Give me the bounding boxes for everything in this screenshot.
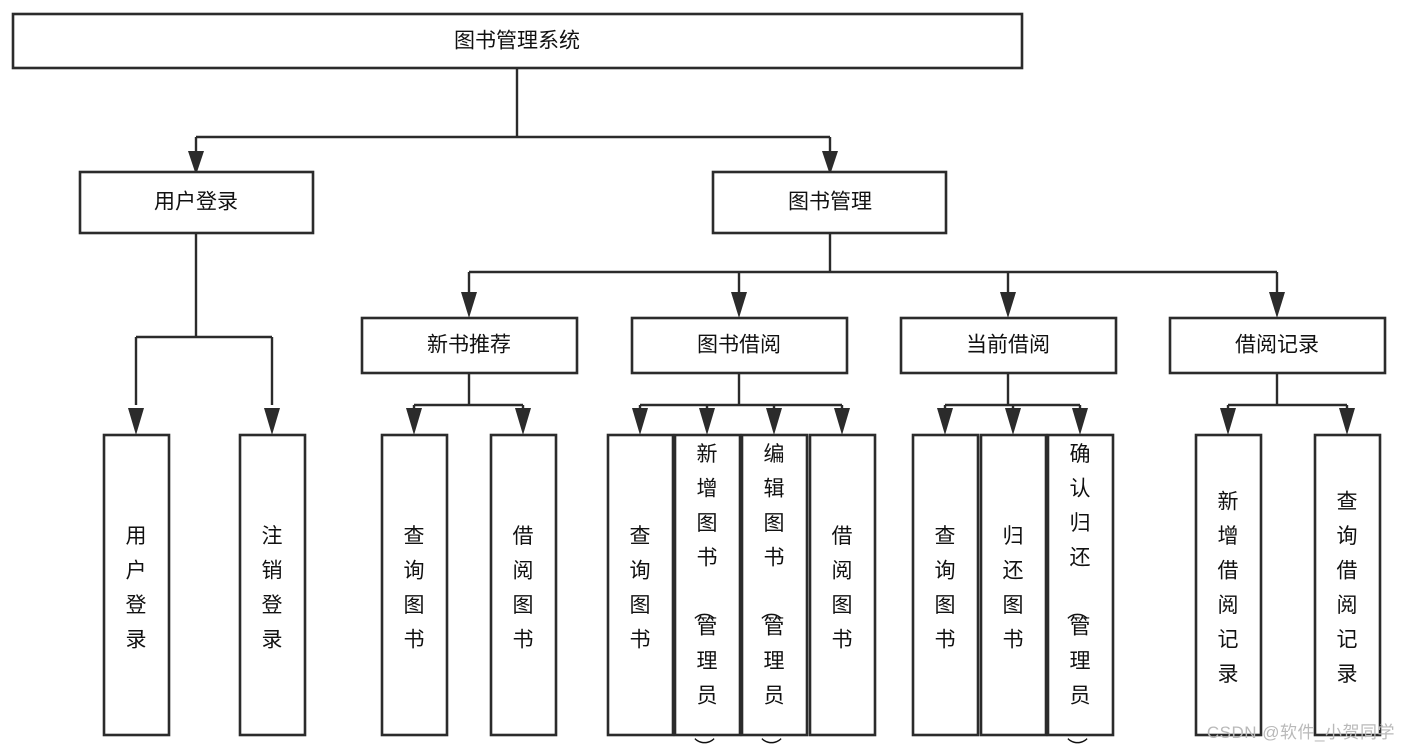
node-leaf-borrow-book-2-label: 借阅图书 <box>832 525 853 652</box>
node-leaf-query-book-3-label: 查询图书 <box>935 525 956 652</box>
node-leaf-query-book-1[interactable]: 查询图书 <box>380 433 449 737</box>
node-leaf-query-book-2-label: 查询图书 <box>630 525 651 652</box>
node-new-book-rec-label: 新书推荐 <box>427 334 511 357</box>
arrow-user-login <box>188 151 204 175</box>
node-leaf-borrow-book-1-box[interactable] <box>489 433 558 737</box>
node-book-borrow-label: 图书借阅 <box>697 334 781 357</box>
node-leaf-user-login-label: 用户登录 <box>126 525 147 652</box>
node-leaf-logout[interactable]: 注销登录 <box>238 433 307 737</box>
node-leaf-borrow-book-2[interactable]: 借阅图书 <box>808 433 877 737</box>
arrow-leaf-user-login <box>128 408 144 435</box>
node-book-borrow[interactable]: 图书借阅 <box>630 316 849 375</box>
node-new-book-rec-box[interactable] <box>360 316 579 375</box>
node-leaf-add-record-box[interactable] <box>1194 433 1263 737</box>
arrow-leaf-add-book <box>699 408 715 435</box>
node-leaf-confirm-return[interactable]: 确认归还（管理员） <box>1046 433 1115 747</box>
edge-layer <box>128 68 1355 435</box>
arrow-leaf-borrow-book-2 <box>834 408 850 435</box>
node-leaf-logout-label: 注销登录 <box>262 525 283 652</box>
node-new-book-rec[interactable]: 新书推荐 <box>360 316 579 375</box>
arrow-leaf-edit-book <box>766 408 782 435</box>
node-root-label: 图书管理系统 <box>454 30 580 53</box>
node-book-manage[interactable]: 图书管理 <box>711 170 948 235</box>
node-leaf-confirm-return-box[interactable] <box>1046 433 1115 737</box>
node-leaf-user-login[interactable]: 用户登录 <box>102 433 171 737</box>
node-user-login-box[interactable] <box>78 170 315 235</box>
arrow-leaf-query-record <box>1339 408 1355 435</box>
arrow-leaf-query-book-1 <box>406 408 422 435</box>
node-leaf-query-book-3[interactable]: 查询图书 <box>911 433 980 737</box>
node-leaf-logout-box[interactable] <box>238 433 307 737</box>
node-root[interactable]: 图书管理系统 <box>11 12 1024 70</box>
node-leaf-query-record[interactable]: 查询借阅记录 <box>1313 433 1382 737</box>
arrow-leaf-query-book-2 <box>632 408 648 435</box>
node-root-box[interactable] <box>11 12 1024 70</box>
arrow-book-borrow <box>731 292 747 318</box>
node-leaf-query-record-box[interactable] <box>1313 433 1382 737</box>
node-user-login[interactable]: 用户登录 <box>78 170 315 235</box>
node-leaf-edit-book[interactable]: 编辑图书（管理员） <box>740 433 809 747</box>
node-current-borrow[interactable]: 当前借阅 <box>899 316 1118 375</box>
arrow-leaf-query-book-3 <box>937 408 953 435</box>
node-user-login-label: 用户登录 <box>154 191 238 214</box>
node-leaf-query-record-label: 查询借阅记录 <box>1337 490 1358 686</box>
node-leaf-query-book-1-label: 查询图书 <box>404 525 425 652</box>
node-leaf-add-book-box[interactable] <box>673 433 742 737</box>
csdn-watermark: CSDN @软件_小贺同学 <box>1206 723 1395 742</box>
node-leaf-query-book-2[interactable]: 查询图书 <box>606 433 675 737</box>
arrow-leaf-borrow-book-1 <box>515 408 531 435</box>
node-leaf-edit-book-label: 编辑图书（管理员） <box>759 443 785 747</box>
arrow-book-manage <box>822 151 838 175</box>
node-leaf-confirm-return-label: 确认归还（管理员） <box>1065 443 1091 747</box>
arrow-current-borrow <box>1000 292 1016 318</box>
arrow-leaf-confirm-return <box>1072 408 1088 435</box>
node-leaf-user-login-box[interactable] <box>102 433 171 737</box>
node-leaf-query-book-2-box[interactable] <box>606 433 675 737</box>
node-current-borrow-box[interactable] <box>899 316 1118 375</box>
arrow-leaf-add-record <box>1220 408 1236 435</box>
node-current-borrow-label: 当前借阅 <box>966 334 1050 357</box>
node-borrow-record-label: 借阅记录 <box>1235 334 1319 357</box>
node-leaf-query-book-3-box[interactable] <box>911 433 980 737</box>
node-leaf-edit-book-box[interactable] <box>740 433 809 737</box>
arrow-leaf-return-book <box>1005 408 1021 435</box>
node-leaf-borrow-book-1-label: 借阅图书 <box>513 525 534 652</box>
node-leaf-add-record[interactable]: 新增借阅记录 <box>1194 433 1263 737</box>
node-borrow-record-box[interactable] <box>1168 316 1387 375</box>
arrow-new-book-rec <box>461 292 477 318</box>
node-leaf-borrow-book-1[interactable]: 借阅图书 <box>489 433 558 737</box>
node-leaf-return-book-label: 归还图书 <box>1003 525 1024 652</box>
node-leaf-query-book-1-box[interactable] <box>380 433 449 737</box>
node-leaf-add-book-label: 新增图书（管理员） <box>692 443 718 747</box>
node-leaf-add-record-label: 新增借阅记录 <box>1218 490 1239 686</box>
node-leaf-return-book-box[interactable] <box>979 433 1048 737</box>
node-leaf-add-book[interactable]: 新增图书（管理员） <box>673 433 742 747</box>
node-leaf-return-book[interactable]: 归还图书 <box>979 433 1048 737</box>
node-borrow-record[interactable]: 借阅记录 <box>1168 316 1387 375</box>
arrow-leaf-logout <box>264 408 280 435</box>
arrow-borrow-record <box>1269 292 1285 318</box>
node-book-borrow-box[interactable] <box>630 316 849 375</box>
node-book-manage-label: 图书管理 <box>788 191 872 214</box>
node-leaf-borrow-book-2-box[interactable] <box>808 433 877 737</box>
node-book-manage-box[interactable] <box>711 170 948 235</box>
